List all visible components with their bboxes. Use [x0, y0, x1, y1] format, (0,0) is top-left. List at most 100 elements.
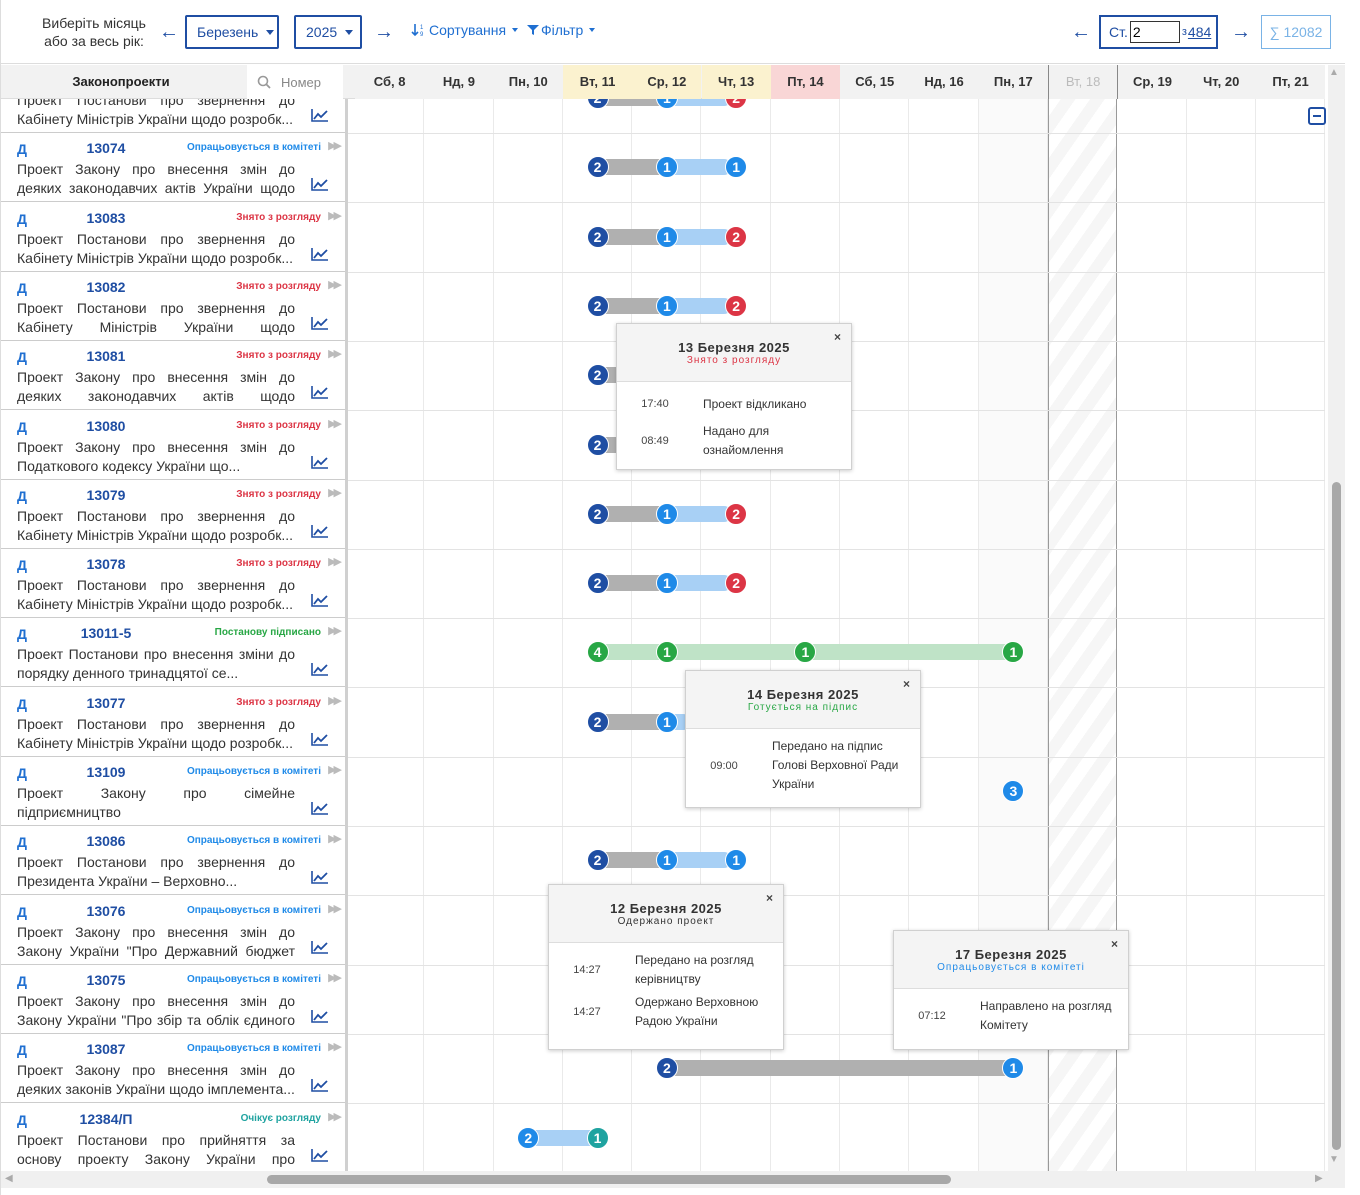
- horizontal-scrollbar[interactable]: ◀ ▶: [1, 1171, 1345, 1188]
- bill-number-link[interactable]: 13074: [86, 140, 126, 157]
- next-page-arrow-icon[interactable]: →: [1231, 21, 1251, 43]
- event-marker[interactable]: 1: [725, 156, 748, 179]
- event-marker[interactable]: 4: [586, 641, 609, 664]
- page-input[interactable]: [1129, 21, 1180, 43]
- bill-number-link[interactable]: 13086: [86, 833, 126, 850]
- event-marker[interactable]: 2: [586, 156, 609, 179]
- prev-page-arrow-icon[interactable]: ←: [1071, 21, 1091, 43]
- fast-forward-icon[interactable]: ▶▶: [328, 1041, 342, 1054]
- fast-forward-icon[interactable]: ▶▶: [328, 971, 342, 984]
- event-marker[interactable]: 1: [655, 849, 678, 872]
- bill-number-link[interactable]: 12384/П: [79, 1110, 133, 1127]
- event-marker[interactable]: 2: [517, 1126, 540, 1149]
- bill-number-link[interactable]: 13077: [86, 694, 126, 711]
- close-icon[interactable]: ×: [1110, 937, 1118, 951]
- event-marker[interactable]: 2: [655, 1057, 678, 1080]
- bill-number-link[interactable]: 13082: [86, 278, 126, 295]
- chart-trend-icon[interactable]: [311, 247, 329, 261]
- prev-month-arrow-icon[interactable]: ←: [159, 21, 179, 43]
- bill-number-link[interactable]: 13076: [86, 902, 126, 919]
- number-search[interactable]: Номер: [247, 65, 343, 99]
- chart-trend-icon[interactable]: [311, 385, 329, 399]
- total-count-button[interactable]: ∑ 12082: [1261, 15, 1331, 49]
- chart-trend-icon[interactable]: [311, 662, 329, 677]
- chart-trend-icon[interactable]: [311, 177, 329, 192]
- event-marker[interactable]: 2: [725, 225, 748, 248]
- fast-forward-icon[interactable]: ▶▶: [328, 833, 342, 846]
- fast-forward-icon[interactable]: ▶▶: [328, 209, 342, 222]
- close-icon[interactable]: ×: [902, 677, 910, 691]
- fast-forward-icon[interactable]: ▶▶: [328, 486, 342, 499]
- fast-forward-icon[interactable]: ▶▶: [328, 625, 342, 638]
- fast-forward-icon[interactable]: ▶▶: [328, 694, 342, 707]
- fast-forward-icon[interactable]: ▶▶: [328, 348, 342, 361]
- event-marker[interactable]: 2: [586, 502, 609, 525]
- fast-forward-icon[interactable]: ▶▶: [328, 417, 342, 430]
- event-marker[interactable]: 1: [655, 572, 678, 595]
- scroll-left-icon[interactable]: ◀: [5, 1173, 13, 1184]
- event-marker[interactable]: 2: [586, 849, 609, 872]
- event-marker[interactable]: 2: [586, 710, 609, 733]
- event-marker[interactable]: 1: [655, 641, 678, 664]
- event-marker[interactable]: 2: [725, 294, 748, 317]
- event-marker[interactable]: 2: [586, 572, 609, 595]
- chart-trend-icon[interactable]: [311, 801, 329, 815]
- bill-number-link[interactable]: 13087: [86, 1041, 126, 1058]
- close-icon[interactable]: ×: [765, 891, 773, 905]
- event-marker[interactable]: 3: [1002, 780, 1025, 802]
- event-marker[interactable]: 2: [586, 364, 609, 387]
- chart-trend-icon[interactable]: [311, 524, 329, 538]
- event-marker[interactable]: 1: [655, 156, 678, 179]
- bill-number-link[interactable]: 13109: [86, 764, 126, 780]
- event-marker[interactable]: 2: [725, 502, 748, 525]
- chart-trend-icon[interactable]: [311, 732, 329, 746]
- chart-trend-icon[interactable]: [311, 940, 329, 954]
- vertical-scrollbar[interactable]: ▲ ▼: [1328, 65, 1345, 1171]
- filter-button[interactable]: Фільтр: [527, 22, 596, 38]
- year-select[interactable]: 2025: [294, 15, 362, 49]
- scroll-right-icon[interactable]: ▶: [1315, 1173, 1323, 1184]
- bill-number-link[interactable]: 13079: [86, 486, 126, 503]
- fast-forward-icon[interactable]: ▶▶: [328, 556, 342, 569]
- chart-trend-icon[interactable]: [311, 1009, 329, 1023]
- scroll-down-icon[interactable]: ▼: [1329, 1154, 1339, 1165]
- chart-trend-icon[interactable]: [311, 1148, 329, 1162]
- event-marker[interactable]: 1: [1002, 641, 1025, 664]
- event-marker[interactable]: 1: [1002, 1057, 1025, 1080]
- event-marker[interactable]: 2: [586, 433, 609, 456]
- event-marker[interactable]: 1: [725, 849, 748, 872]
- chart-trend-icon[interactable]: [311, 108, 329, 122]
- fast-forward-icon[interactable]: ▶▶: [328, 1110, 342, 1123]
- scroll-up-icon[interactable]: ▲: [1329, 67, 1339, 78]
- event-marker[interactable]: 2: [586, 294, 609, 317]
- vertical-scroll-thumb[interactable]: [1332, 482, 1341, 1150]
- bill-number-link[interactable]: 13081: [86, 348, 126, 365]
- collapse-icon[interactable]: [1308, 107, 1326, 125]
- event-marker[interactable]: 2: [725, 572, 748, 595]
- fast-forward-icon[interactable]: ▶▶: [328, 764, 342, 776]
- fast-forward-icon[interactable]: ▶▶: [328, 140, 342, 153]
- chart-trend-icon[interactable]: [311, 1078, 329, 1092]
- fast-forward-icon[interactable]: ▶▶: [328, 902, 342, 915]
- close-icon[interactable]: ×: [833, 330, 841, 344]
- month-select[interactable]: Березень: [185, 15, 279, 49]
- bill-number-link[interactable]: 13083: [86, 209, 126, 226]
- event-marker[interactable]: 1: [655, 502, 678, 525]
- bill-number-link[interactable]: 13078: [86, 556, 126, 573]
- chart-trend-icon[interactable]: [311, 870, 329, 885]
